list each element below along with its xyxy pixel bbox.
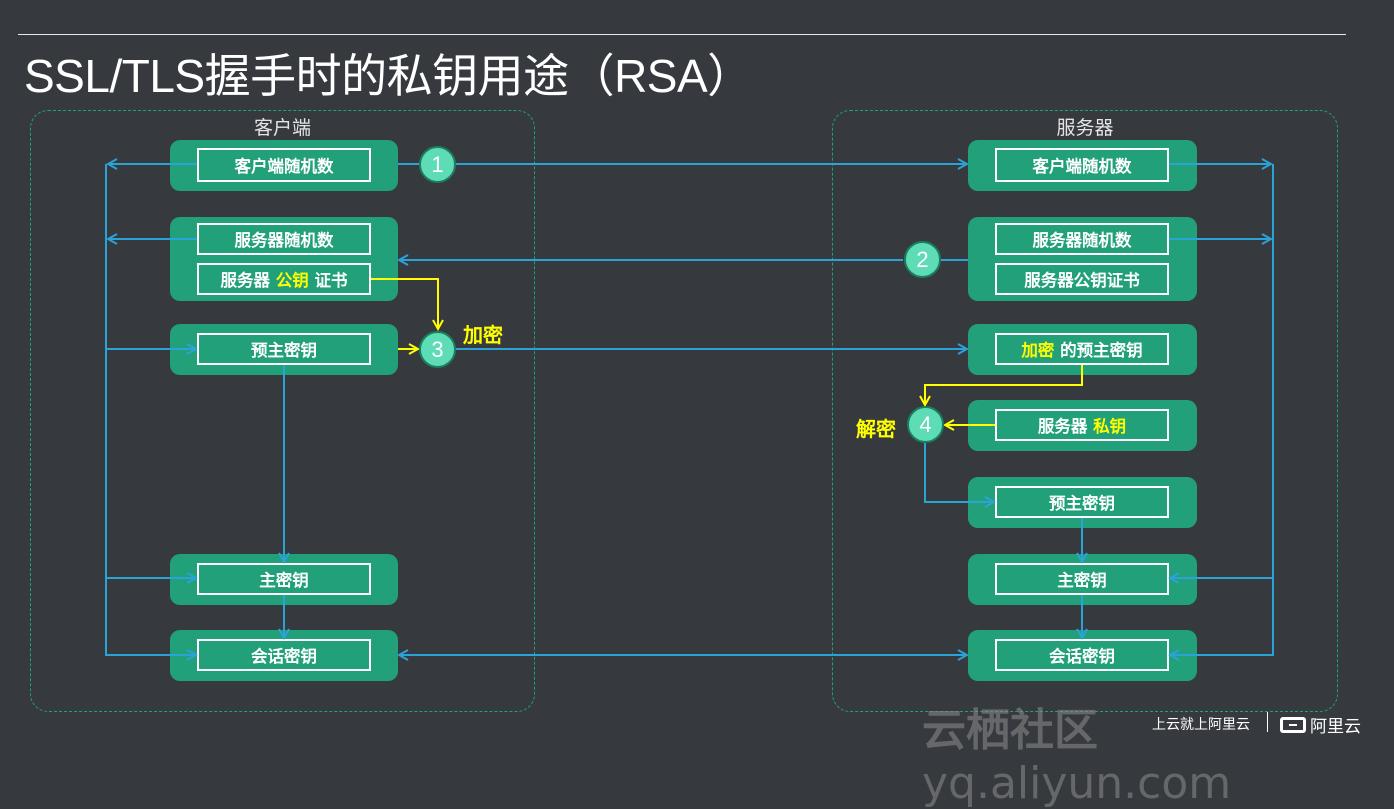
watermark-url: yq.aliyun.com [922, 758, 1232, 809]
server-cert: 服务器公钥证书 [995, 263, 1169, 295]
cert-text-suffix: 证书 [308, 271, 348, 290]
aliyun-logo-icon [1280, 716, 1306, 733]
client-server-cert: 服务器 公钥 证书 [197, 263, 371, 295]
client-session: 会话密钥 [197, 639, 371, 671]
client-client-random: 客户端随机数 [197, 148, 371, 182]
client-panel-label: 客户端 [253, 117, 311, 139]
footer-separator [1267, 712, 1268, 732]
footer-slogan: 上云就上阿里云 [1152, 717, 1250, 733]
page-title: SSL/TLS握手时的私钥用途（RSA） [24, 50, 753, 102]
encrypted-highlight: 加密 [1021, 341, 1055, 360]
decrypt-note: 解密 [856, 417, 896, 441]
cert-text: 服务器 [220, 271, 276, 290]
private-key-highlight: 私钥 [1093, 417, 1127, 436]
step-3-badge: 3 [419, 331, 456, 368]
title-rule [18, 34, 1346, 35]
server-pre-master: 预主密钥 [995, 486, 1169, 518]
step-2-badge: 2 [904, 241, 941, 278]
client-panel: 客户端 [30, 110, 535, 712]
server-client-random: 客户端随机数 [995, 148, 1169, 182]
encrypt-note: 加密 [463, 323, 503, 347]
server-card-server-hello [968, 217, 1197, 301]
step-1-badge: 1 [419, 146, 456, 183]
client-pre-master: 预主密钥 [197, 333, 371, 365]
client-server-random: 服务器随机数 [197, 223, 371, 255]
server-panel-label: 服务器 [1056, 117, 1114, 139]
watermark-cn: 云栖社区 [922, 705, 1098, 756]
cert-public-key-highlight: 公钥 [275, 271, 309, 290]
client-card-server-hello [170, 217, 398, 301]
encrypted-pre-master-text: 的预主密钥 [1054, 341, 1143, 360]
connector-wires [105, 0, 1274, 754]
server-server-random: 服务器随机数 [995, 223, 1169, 255]
wire-cert-to-step3 [371, 278, 438, 329]
client-master: 主密钥 [197, 563, 371, 595]
wire-step4-to-pre-master [924, 443, 994, 502]
server-private-key: 服务器 私钥 [995, 409, 1169, 441]
server-card-private-key [968, 400, 1197, 451]
step-4-badge: 4 [907, 406, 944, 443]
wire-encrypted-to-step4 [925, 365, 1083, 405]
server-panel: 服务器 [832, 110, 1338, 712]
brand-name: 阿里云 [1310, 717, 1361, 737]
brand-logo: 阿里云 [1280, 712, 1361, 737]
server-encrypted-pre-master: 加密 的预主密钥 [995, 333, 1169, 365]
private-key-text: 服务器 [1037, 417, 1094, 436]
